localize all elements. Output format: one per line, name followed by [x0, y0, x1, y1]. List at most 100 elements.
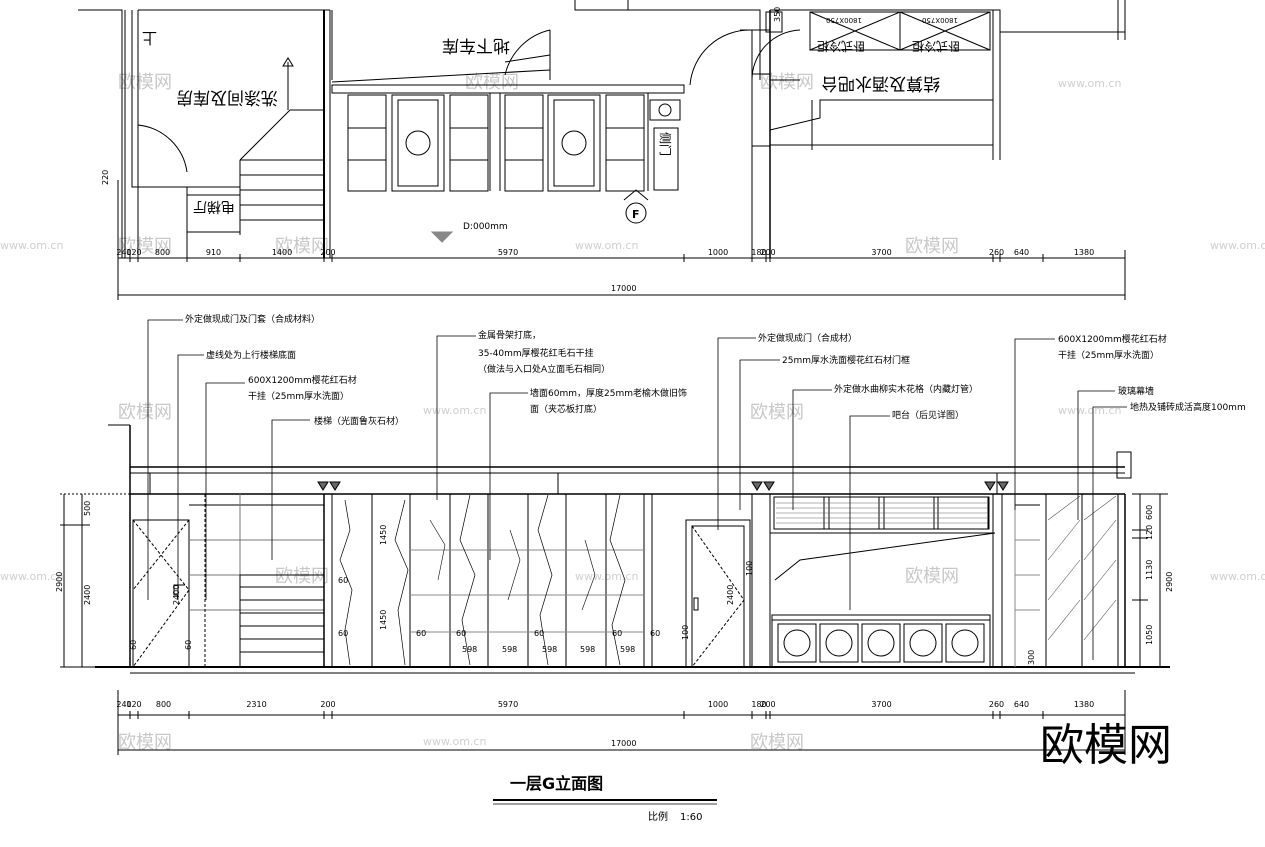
elevation-door: [685, 519, 751, 668]
dimension-label: 260: [989, 248, 1004, 257]
dimension-label: 910: [206, 248, 221, 257]
bar-counter: [769, 99, 994, 150]
left-dim: 500: [83, 501, 92, 516]
section-marker: [625, 202, 647, 224]
inner-dim: 60: [534, 629, 544, 638]
dimension-label: 1400: [272, 248, 292, 257]
annotation-label: 墙面60mm，厚度25mm老榆木做旧饰: [530, 387, 687, 399]
plan-small-dim: 220: [101, 170, 110, 185]
plan-cabinet: [899, 11, 991, 51]
inner-dim: 1450: [379, 525, 388, 545]
dimension-label: 180: [751, 700, 766, 709]
level-marker: [763, 481, 775, 491]
watermark-brand: 欧模网: [760, 72, 814, 93]
plan-wall: [78, 9, 123, 258]
seating-band: [331, 84, 685, 94]
dimension-label: 120: [126, 700, 141, 709]
door-swing: [689, 29, 751, 86]
dimension-label: 240: [116, 248, 131, 257]
annotation-label: 地热及铺砖成活高度100mm: [1130, 401, 1246, 413]
dimension-label: 5970: [498, 248, 518, 257]
inner-dim: 2400: [172, 585, 181, 605]
dimension-label: 200: [760, 248, 775, 257]
annotation-label: 吧台（后见详图）: [892, 409, 964, 421]
right-dim: 600: [1145, 505, 1154, 520]
watermark-brand: 欧模网: [118, 402, 172, 423]
elevation-stair: [239, 574, 325, 668]
scale-value: 1:60: [680, 812, 702, 823]
right-dim: 120: [1145, 525, 1154, 540]
watermark-brand: 欧模网: [118, 236, 172, 257]
elevation-door: [132, 519, 190, 668]
plan-wall: [627, 0, 761, 30]
watermark-brand: 欧模网: [750, 402, 804, 423]
annotation-label: 楼梯（光面鲁灰石材）: [314, 415, 404, 427]
watermark-brand: 欧模网: [465, 72, 519, 93]
annotation-label: 虚线处为上行楼梯底面: [206, 349, 296, 361]
dimension-label: 180: [751, 248, 766, 257]
watermark-url: www.om.cn: [1058, 77, 1121, 90]
inner-dim: 60: [184, 640, 193, 650]
annotation-label: 25mm厚水洗面樱花红石材门框: [782, 354, 910, 366]
table: [547, 94, 601, 192]
annotation-label: 干挂（25mm厚水洗面）: [248, 390, 349, 402]
dimension-label: 200: [760, 700, 775, 709]
right-dim: 1130: [1145, 560, 1154, 580]
inner-dim: 300: [1027, 650, 1036, 665]
watermark-brand: 欧模网: [750, 732, 804, 753]
site-logo: 欧模网: [1040, 720, 1172, 771]
inner-dim: 100: [745, 561, 754, 576]
level-marker: [329, 481, 341, 491]
plan-small-dim: 350: [773, 7, 782, 22]
annotation-label: 金属骨架打底，: [478, 329, 541, 341]
inner-dim: 60: [129, 640, 138, 650]
annotation-label: 600X1200mm樱花红石材: [1058, 333, 1167, 345]
drawing-title-block: 一层G立面图 比例 1:60: [493, 774, 717, 823]
watermark-brand: 欧模网: [905, 566, 959, 587]
floor-level-marker: [430, 231, 454, 243]
plan-wall: [574, 0, 628, 11]
dimension-label: 260: [989, 700, 1004, 709]
seat: [449, 94, 489, 192]
dimension-label: 200: [320, 700, 335, 709]
dimension-label: 240: [116, 700, 131, 709]
annotation-label: 外定做现成门（合成材）: [758, 332, 857, 344]
level-marker: [984, 481, 996, 491]
dimension-label: 3700: [871, 700, 891, 709]
annotation-label: 外定做水曲柳实木花格（内藏灯管）: [834, 383, 978, 395]
dimension-label: 800: [155, 248, 170, 257]
watermark-url: www.om.cn: [423, 735, 486, 748]
door-swing: [137, 124, 188, 173]
annotation-label: （做法与入口处A立面毛石相同）: [478, 363, 610, 375]
side-door-box: [653, 127, 679, 191]
garage-line: [504, 54, 551, 63]
stair: [239, 109, 324, 161]
annotation-labels: 外定做现成门及门套（合成材料）虚线处为上行楼梯底面600X1200mm樱花红石材…: [185, 313, 1246, 427]
watermark-url: www.om.cn: [1210, 239, 1265, 252]
inner-dim: 1450: [379, 610, 388, 630]
scale-label: 比例: [648, 810, 668, 823]
elev-total-dim: 17000: [611, 739, 636, 748]
elev-dimension-ticks: [117, 711, 1126, 719]
dimension-label: 200: [320, 248, 335, 257]
inner-dim: 598: [620, 645, 635, 654]
dimension-label: 800: [156, 700, 171, 709]
floor-level-label: D:000mm: [463, 222, 508, 232]
annotation-label: 玻璃幕墙: [1118, 385, 1154, 397]
bar-counter-elevation: [771, 614, 991, 668]
inner-dim: 598: [580, 645, 595, 654]
table: [391, 94, 445, 192]
left-dim: 2900: [55, 572, 64, 592]
watermark-layer: 欧模网 欧模网 欧模网 www.om.cn 欧模网 www.om.cn 欧模网 …: [0, 72, 1265, 753]
plan-dimension-ticks: [117, 254, 1126, 262]
plan-cabinet-size: 1800X750: [922, 16, 958, 24]
elevation-inner-dims: 60 60 60 60 60 60 60 60 60 598 598 598 5…: [55, 501, 1174, 748]
annotation-label: 面（夹芯板打底）: [530, 403, 602, 415]
stair-marker: 上: [142, 29, 157, 47]
drawing-title: 一层G立面图: [510, 774, 603, 793]
level-marker: [997, 481, 1009, 491]
dimension-label: 1000: [708, 248, 728, 257]
section-marker-label: F: [632, 208, 640, 221]
